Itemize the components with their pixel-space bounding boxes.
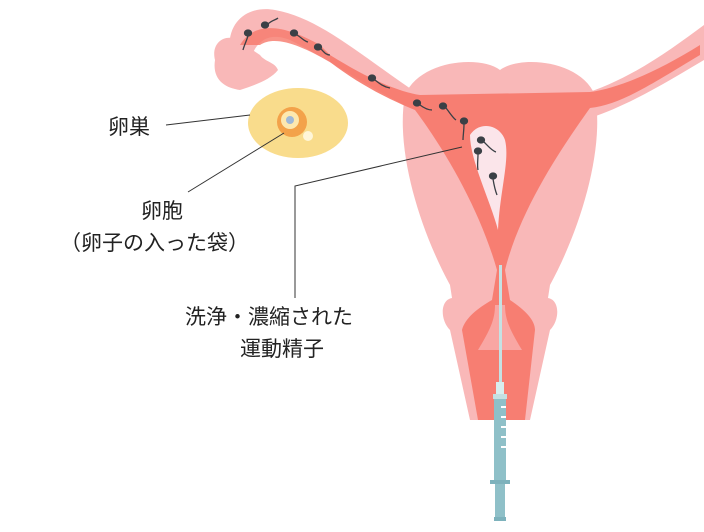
fimbriae [214, 37, 278, 90]
follicle-leader-line [187, 132, 285, 193]
sperm [459, 117, 469, 141]
sperm [289, 29, 309, 43]
sperm-label-line2: 運動精子 [240, 337, 324, 361]
sperm [260, 17, 279, 29]
sperm [313, 43, 331, 56]
tube-lumen-left [240, 28, 330, 62]
sperm [476, 136, 497, 153]
egg-nucleus [286, 116, 294, 124]
sperm [367, 74, 391, 89]
follicle-note-label: （卵子の入った袋） [60, 231, 249, 255]
sperm-leader-line [294, 146, 463, 298]
small-follicle [303, 131, 313, 141]
uterine-cavity [330, 45, 700, 420]
sperm [473, 147, 483, 171]
sperm [242, 29, 253, 51]
sperm [438, 102, 457, 121]
sperm-group [242, 17, 498, 196]
syringe-icon [490, 265, 510, 521]
sperm-label-line1: 洗浄・濃縮された [185, 305, 353, 329]
sperm [412, 99, 433, 111]
sperm [488, 172, 498, 196]
ovary-label: 卵巣 [108, 115, 150, 139]
follicle-label: 卵胞 [141, 199, 183, 223]
ovary-leader-line [165, 114, 251, 126]
